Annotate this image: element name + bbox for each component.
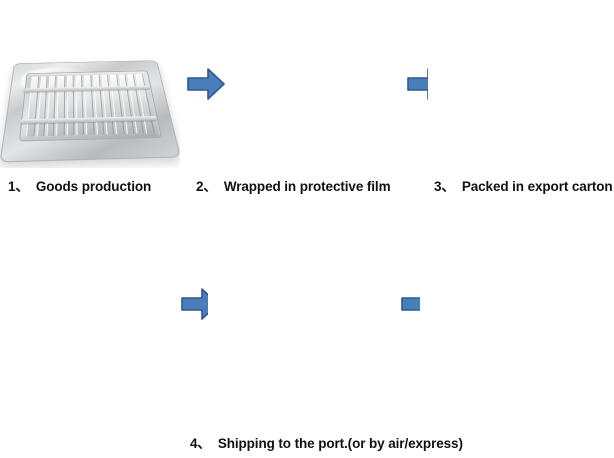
step-1-caption: 1、 Goods production xyxy=(8,175,151,195)
clear-plastic-tray-photo xyxy=(8,46,168,164)
step-3-caption: 3、 Packed in export carton xyxy=(434,175,613,195)
row2-image-boxes xyxy=(0,230,186,420)
step-1-number: 1、 xyxy=(8,179,29,194)
step-4-caption: 4、 Shipping to the port.(or by air/expres… xyxy=(190,432,463,452)
step-3-image xyxy=(428,10,614,168)
step-4-label: Shipping to the port.(or by air/express) xyxy=(218,436,463,451)
step-1-label: Goods production xyxy=(36,179,151,194)
step-3-number: 3、 xyxy=(434,179,455,194)
step-1-image xyxy=(0,18,180,168)
step-4-number: 4、 xyxy=(190,436,211,451)
step-2-image xyxy=(228,18,403,168)
step-2-caption: 2、 Wrapped in protective film xyxy=(196,175,391,195)
row2-image-air-sea xyxy=(420,226,614,418)
step-2-number: 2、 xyxy=(196,179,217,194)
step-2-label: Wrapped in protective film xyxy=(224,179,391,194)
step-3-label: Packed in export carton xyxy=(462,179,613,194)
row2-image-truck xyxy=(208,230,404,420)
arrow-step1-to-step2 xyxy=(186,66,226,102)
